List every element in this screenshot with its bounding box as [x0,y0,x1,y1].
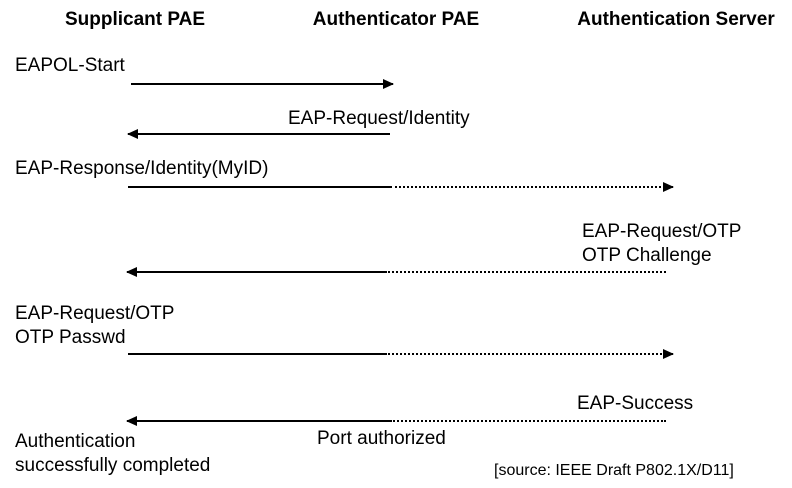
arrow-eap-response-identity [128,182,674,192]
arrow-eap-response-otp [128,349,674,359]
arrow-line-solid [128,133,390,135]
arrow-eapol-start [131,79,394,89]
arrowhead-right-icon [663,349,674,359]
arrow-line-dotted [390,420,666,422]
arrow-line-solid [128,353,385,355]
arrowhead-left-icon [126,267,137,277]
arrow-eap-request-otp [126,267,666,277]
arrow-line-dotted [385,271,666,273]
column-header-supplicant-pae: Supplicant PAE [64,9,206,30]
arrowhead-right-icon [663,182,674,192]
column-header-authenticator-pae: Authenticator PAE [312,9,480,30]
label-port-authorized: Port authorized [317,428,446,449]
message-label-eap-request-identity: EAP-Request/Identity [288,108,470,129]
arrow-line-solid [127,271,385,273]
message-label-eap-success: EAP-Success [577,393,694,414]
message-label-otp-passwd: OTP Passwd [15,327,126,348]
message-label-eap-response-identity: EAP-Response/Identity(MyID) [15,158,269,179]
arrowhead-left-icon [126,416,137,426]
message-label-eap-request-otp-line1: EAP-Request/OTP [582,221,742,242]
source-citation: [source: IEEE Draft P802.1X/D11] [494,462,734,479]
arrow-line-dotted [385,353,673,355]
arrowhead-right-icon [383,79,394,89]
arrow-line-solid [131,83,393,85]
message-label-otp-challenge: OTP Challenge [582,245,712,266]
status-label-successfully-completed: successfully completed [15,455,211,476]
arrow-line-solid [128,186,390,188]
arrow-line-dotted [390,186,673,188]
column-header-authentication-server: Authentication Server [577,9,775,30]
message-label-eap-response-otp-line1: EAP-Request/OTP [15,303,175,324]
message-label-eapol-start: EAPOL-Start [15,55,125,76]
arrow-eap-success [126,416,666,426]
arrow-eap-request-identity [127,129,390,139]
status-label-authentication: Authentication [15,431,136,452]
arrowhead-left-icon [127,129,138,139]
arrow-line-solid [127,420,390,422]
